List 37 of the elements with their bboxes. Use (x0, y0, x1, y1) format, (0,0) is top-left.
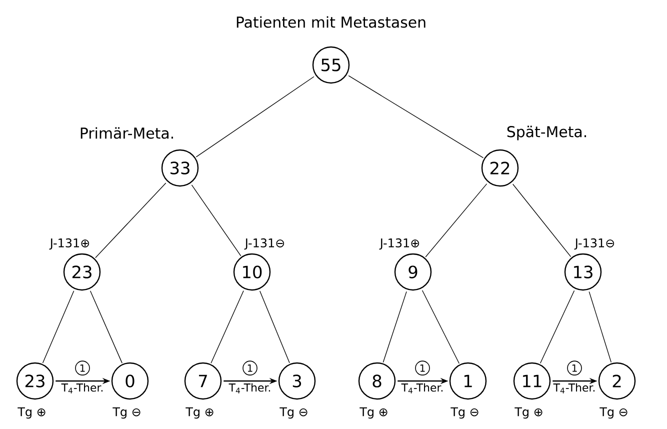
connector-line (422, 290, 460, 364)
connector-line (196, 76, 314, 158)
connector-line (210, 290, 244, 364)
connector-line (540, 290, 575, 364)
edge-label: T$_{4}$-Ther. (61, 383, 103, 394)
circled-number: 1 (242, 360, 258, 376)
result-label: Tg ⊕ (514, 407, 542, 419)
branch-label: Primär-Meta. (80, 127, 173, 139)
connector-line (382, 291, 407, 363)
result-label: Tg ⊖ (600, 407, 628, 419)
branch-label: J-131⊕ (379, 238, 420, 250)
result-label: Tg ⊕ (360, 407, 388, 419)
connector-line (348, 75, 484, 158)
result-label: Tg ⊕ (186, 407, 214, 419)
connector-line (191, 184, 242, 256)
result-label: Tg ⊖ (450, 407, 478, 419)
connector-line (425, 183, 488, 258)
edge-label: T$_{4}$-Ther. (553, 383, 595, 394)
circled-number: 1 (75, 360, 90, 376)
circled-number: 1 (567, 360, 582, 376)
heading-text: Patienten mit Metastasen (236, 16, 426, 28)
result-label: Tg ⊕ (18, 407, 46, 419)
connector-line (512, 184, 572, 258)
connector-line (588, 291, 612, 363)
branch-label: J-131⊖ (244, 238, 284, 250)
branch-label: J-131⊕ (49, 238, 90, 250)
edge-label: T$_{4}$-Ther. (228, 383, 270, 394)
connector-line (42, 290, 74, 364)
connector-line (260, 290, 290, 364)
circled-number: 1 (415, 360, 430, 376)
connector-line (90, 290, 122, 364)
edge-label: T$_{4}$-Ther. (401, 383, 443, 394)
branch-label: J-131⊖ (574, 238, 614, 250)
connector-line (95, 182, 166, 258)
result-label: Tg ⊖ (280, 407, 308, 419)
result-label: Tg ⊖ (112, 407, 140, 419)
branch-label: Spät-Meta. (507, 126, 586, 140)
